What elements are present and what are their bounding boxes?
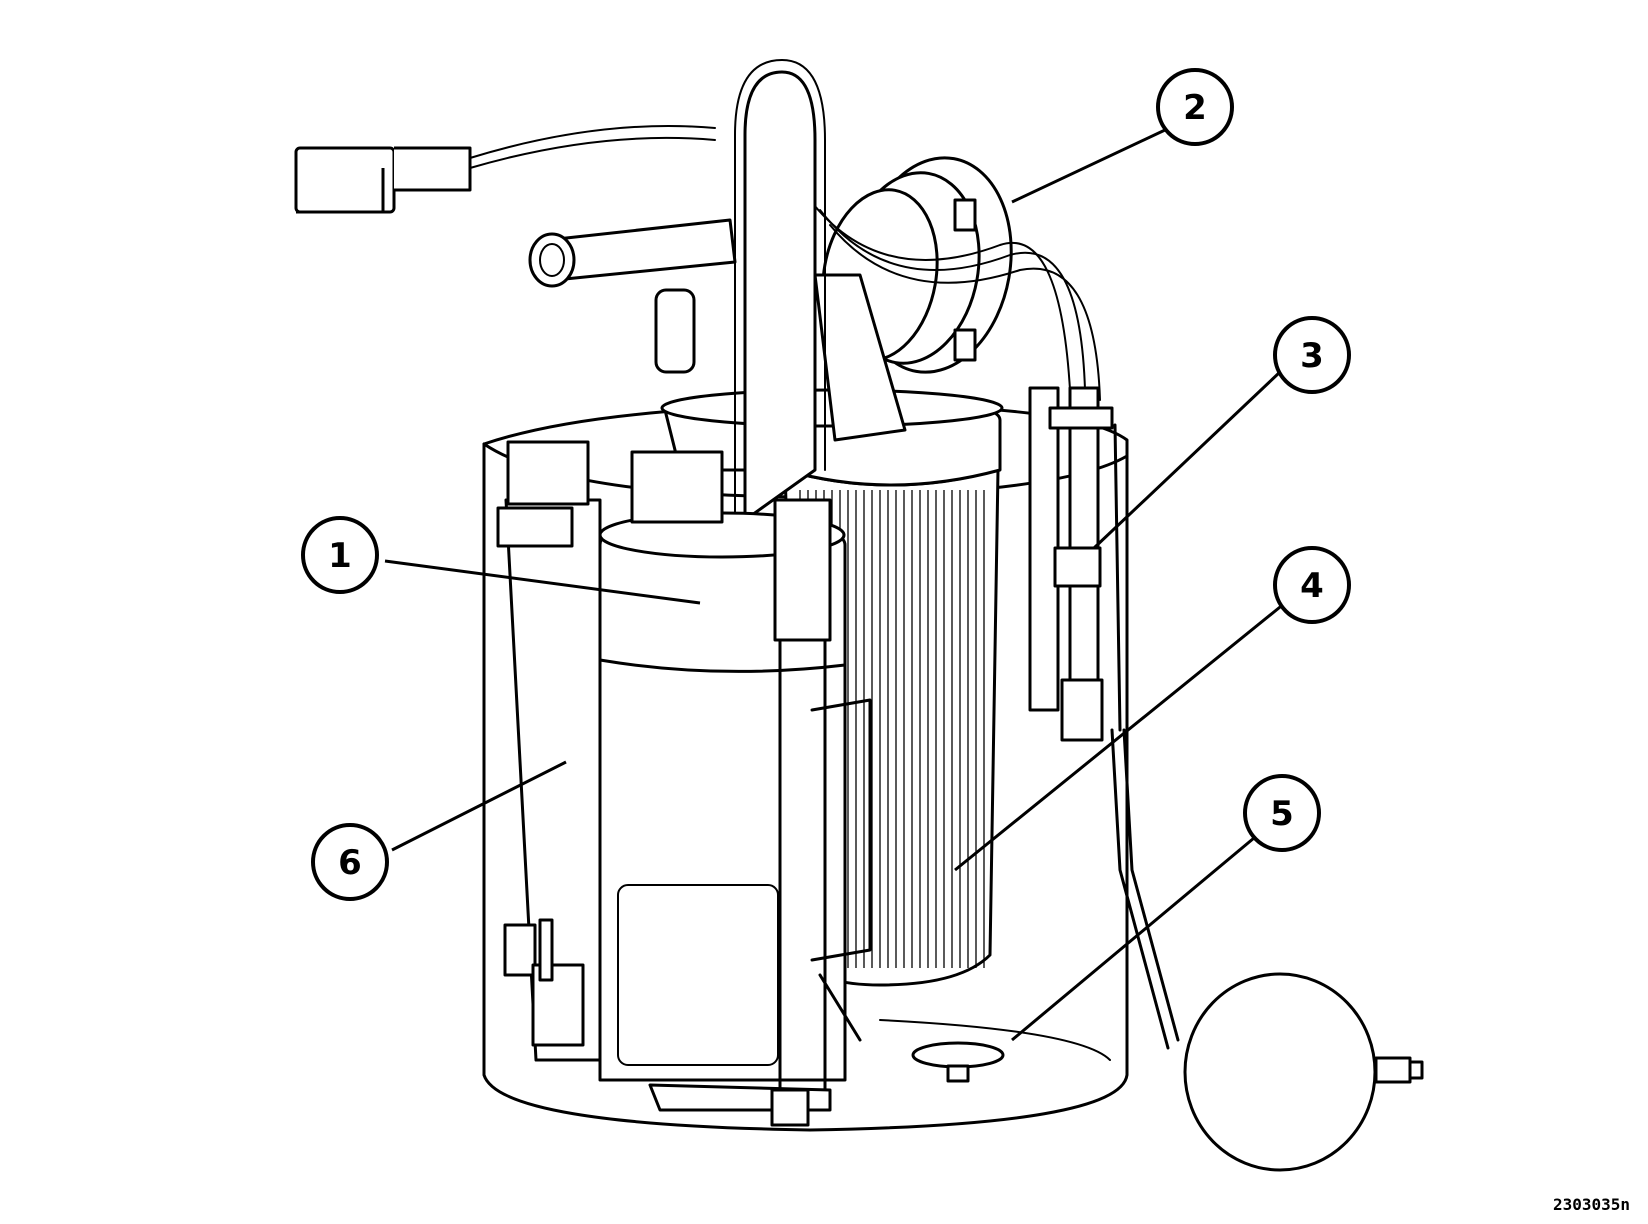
callout-3: 3 (1273, 316, 1351, 394)
callout-label: 5 (1270, 794, 1294, 834)
callout-label: 1 (328, 536, 352, 576)
leader-line-6 (391, 760, 567, 852)
fuel-outlet-tube (528, 218, 737, 374)
fuel-level-float (1183, 972, 1424, 1172)
leader-line-5 (1011, 831, 1261, 1042)
leader-line-4 (954, 601, 1286, 872)
fuel-level-sender (1028, 386, 1122, 742)
callout-2: 2 (1156, 68, 1234, 146)
callout-4: 4 (1273, 546, 1351, 624)
leader-line-3 (1092, 370, 1282, 550)
leader-lines (384, 128, 1286, 1042)
return-tube (734, 58, 826, 522)
callout-1: 1 (301, 516, 379, 594)
float-arm (1110, 728, 1180, 1050)
callout-label: 2 (1183, 88, 1207, 128)
electrical-connector (294, 125, 1101, 401)
callout-label: 3 (1300, 336, 1324, 376)
leader-line-2 (1011, 128, 1166, 204)
callout-label: 4 (1300, 566, 1324, 606)
leader-line-1 (384, 559, 701, 605)
callout-5: 5 (1243, 774, 1321, 852)
callout-6: 6 (311, 823, 389, 901)
figure-id: 2303035n (1553, 1195, 1630, 1214)
callout-label: 6 (338, 843, 362, 883)
fuel-pump (598, 450, 872, 1112)
base-plate (648, 1041, 1005, 1127)
jet-pump-channel (496, 440, 602, 1062)
